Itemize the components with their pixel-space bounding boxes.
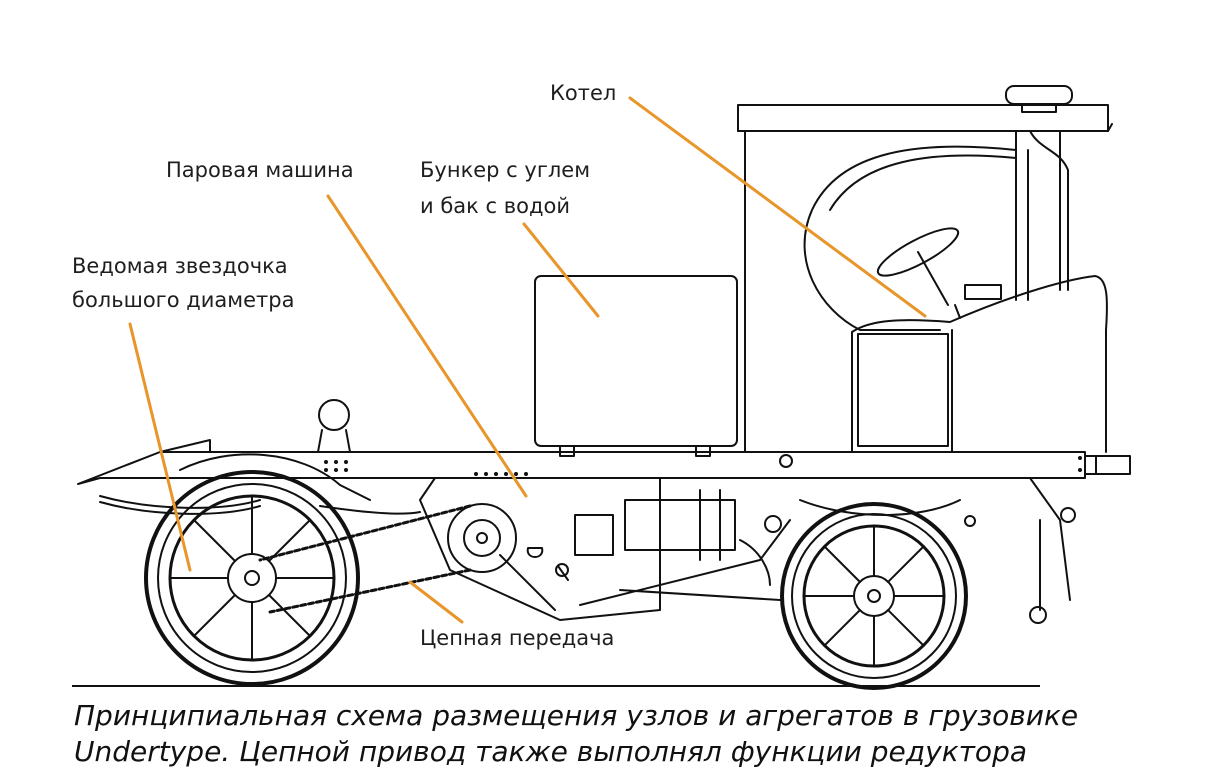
valve-box	[964, 284, 1002, 300]
leader-line-chain	[408, 580, 464, 624]
cab-door	[857, 333, 949, 447]
filler-cap	[318, 399, 350, 431]
chimney-neck	[1021, 103, 1057, 113]
cab-roof	[737, 104, 1109, 132]
label-chain: Цепная передача	[420, 626, 615, 650]
rear-coupler	[1084, 455, 1131, 475]
front-pillar	[1029, 130, 1069, 291]
rear-wheel	[144, 470, 360, 686]
boiler-inner	[829, 154, 1017, 211]
cab-wall	[744, 130, 1061, 453]
cylinder-ribs	[699, 489, 721, 561]
steering-rods	[579, 519, 791, 606]
label-bunker-line1: Бункер с углем	[420, 158, 591, 182]
front-spring	[799, 477, 1071, 611]
roof-lip	[737, 123, 1113, 132]
leader-line-steam-engine	[326, 194, 528, 498]
leader-line-sprocket	[128, 322, 192, 572]
rivets	[324, 456, 1082, 476]
leader-line-bunker	[522, 222, 600, 318]
engine-case	[419, 477, 661, 621]
leaf-spring	[99, 495, 421, 515]
filler-neck	[317, 429, 351, 453]
caption-line2: Undertype. Цепной привод также выполнял …	[74, 735, 1027, 768]
front-wheel	[780, 502, 968, 690]
chassis-frame	[77, 451, 1086, 485]
boiler	[803, 145, 1017, 331]
drive-sprocket	[447, 503, 517, 573]
frame-horn	[159, 439, 211, 453]
oiler	[526, 547, 544, 558]
cylinder-box	[574, 514, 614, 556]
label-sprocket-line1: Ведомая звездочка	[72, 254, 288, 278]
label-boiler: Котел	[550, 81, 617, 105]
cab-body	[851, 275, 1108, 453]
label-steam-engine: Паровая машина	[166, 158, 354, 182]
caption: Принципиальная схема размещения узлов и …	[74, 698, 1078, 770]
reversing-lever	[499, 554, 569, 611]
caption-line1: Принципиальная схема размещения узлов и …	[74, 699, 1079, 732]
coal-bunker	[534, 275, 738, 447]
drive-chain	[258, 504, 472, 614]
leader-line-boiler	[628, 96, 927, 318]
label-sprocket-line2: большого диаметра	[72, 288, 295, 312]
chimney-cap	[1005, 85, 1073, 105]
fender	[179, 453, 371, 501]
steering-column	[917, 251, 961, 319]
label-bunker-line2: и бак с водой	[420, 194, 570, 218]
cylinders	[624, 499, 736, 551]
